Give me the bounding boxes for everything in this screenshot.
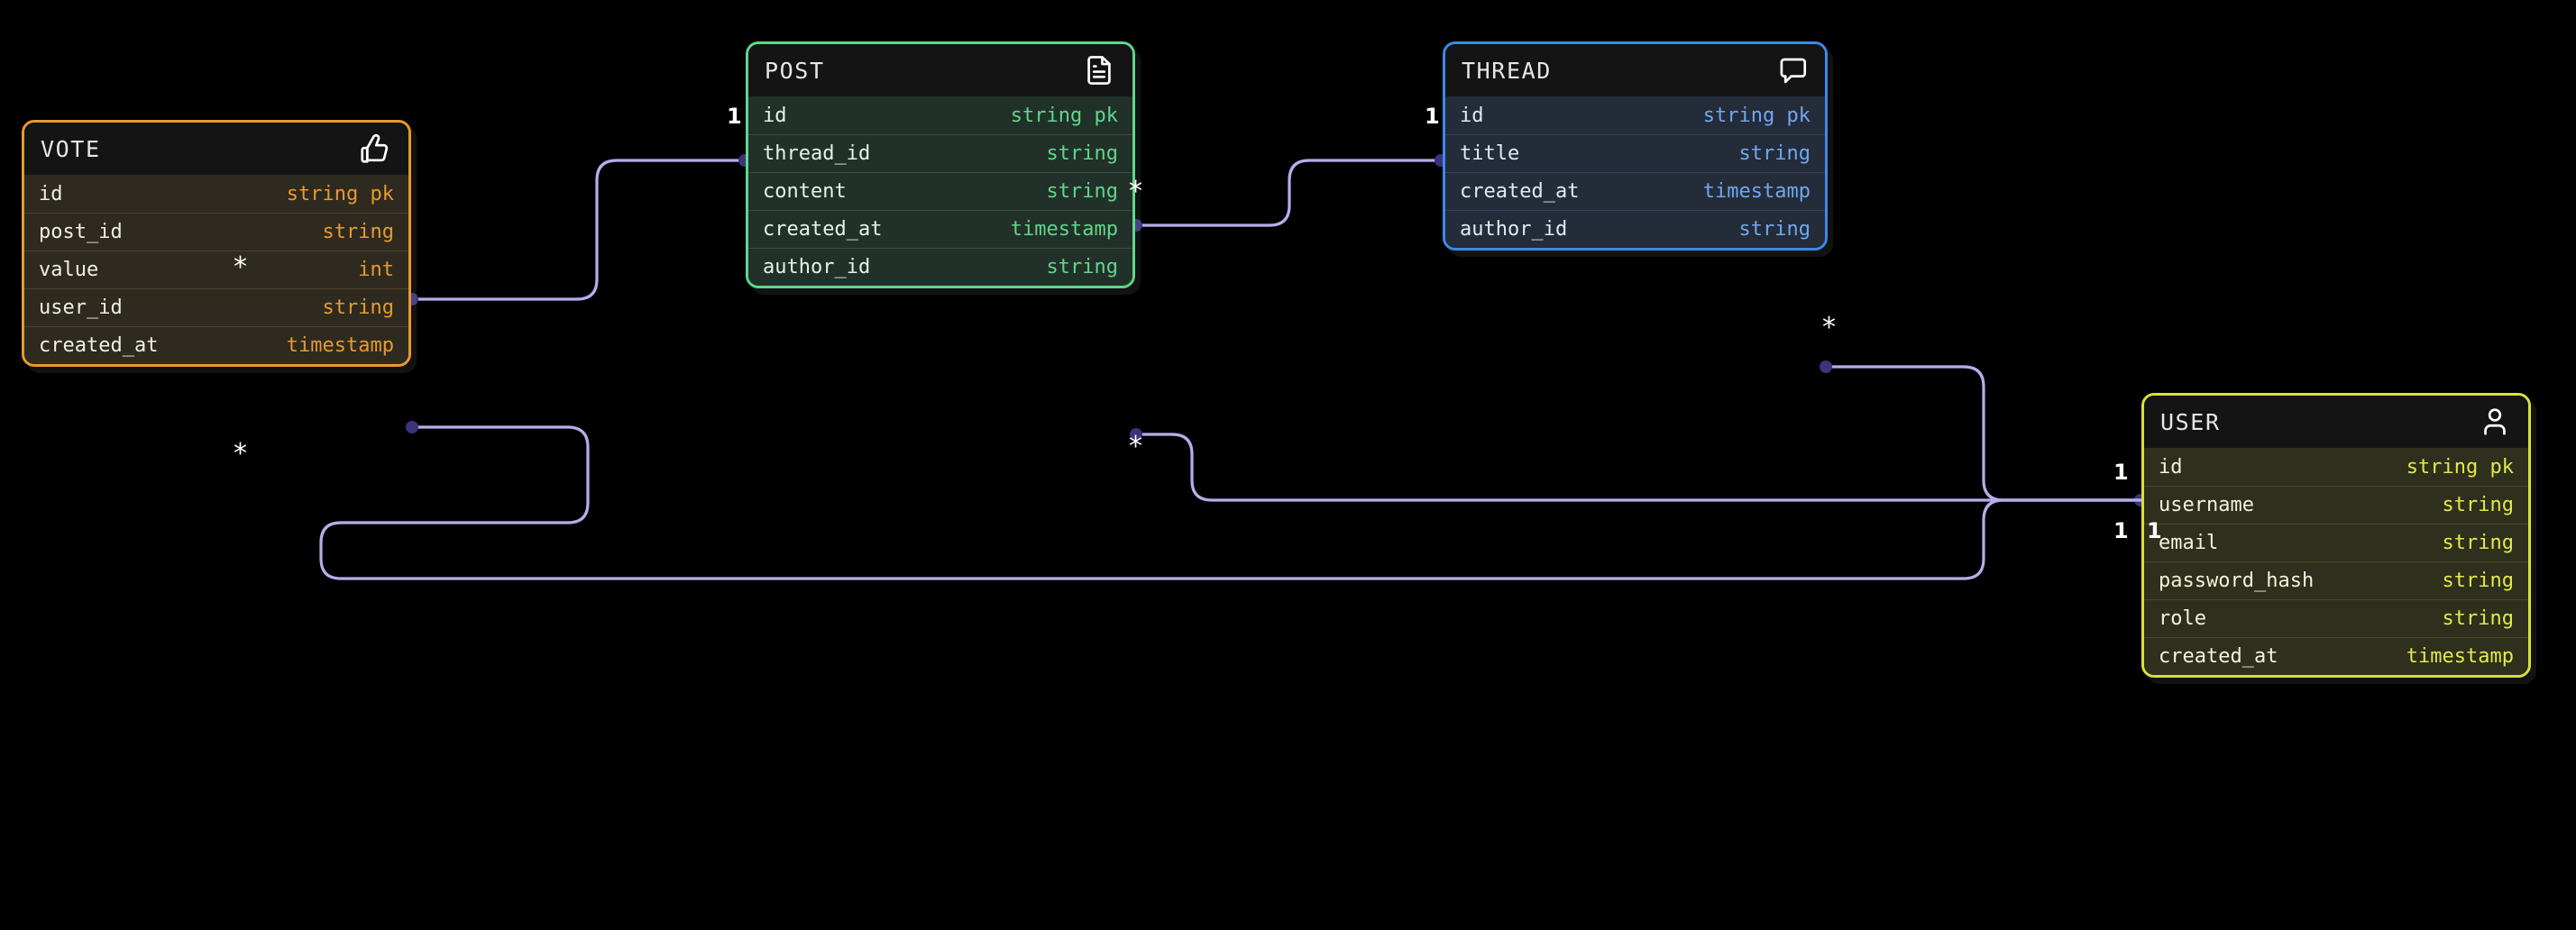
- field-type: timestamp: [2406, 645, 2514, 668]
- field-name: author_id: [763, 256, 871, 278]
- field-name: created_at: [763, 218, 883, 241]
- field-row[interactable]: created_at timestamp: [2144, 637, 2528, 675]
- cardinality-label: *: [234, 251, 247, 283]
- field-row[interactable]: id string pk: [1445, 96, 1825, 134]
- cardinality-label: *: [1129, 176, 1142, 207]
- field-type: string: [1738, 218, 1811, 241]
- field-type: string: [2442, 607, 2514, 630]
- entity-user[interactable]: USER id string pk username string email …: [2141, 393, 2531, 678]
- field-type: timestamp: [1702, 180, 1811, 203]
- field-name: author_id: [1460, 218, 1568, 241]
- field-row[interactable]: user_id string: [24, 288, 408, 326]
- field-type: string pk: [286, 182, 394, 205]
- field-row[interactable]: created_at timestamp: [748, 210, 1132, 248]
- entity-title: POST: [765, 57, 825, 84]
- field-name: created_at: [2159, 645, 2278, 668]
- document-icon: [1087, 56, 1111, 85]
- field-name: id: [763, 104, 787, 127]
- entity-header-thread: THREAD: [1445, 44, 1825, 96]
- field-name: role: [2159, 607, 2206, 630]
- cardinality-label: 1: [2113, 518, 2129, 543]
- field-name: user_id: [39, 296, 123, 319]
- cardinality-label: 1: [2113, 460, 2129, 485]
- field-name: email: [2159, 532, 2219, 554]
- field-type: string pk: [2406, 455, 2514, 479]
- chat-bubble-icon: [1780, 58, 1807, 84]
- field-row[interactable]: value int: [24, 251, 408, 288]
- field-name: created_at: [1460, 180, 1580, 203]
- field-name: created_at: [39, 334, 159, 357]
- field-type: timestamp: [286, 334, 394, 357]
- field-type: string pk: [1010, 104, 1118, 127]
- edge-vote-user: [319, 421, 2142, 580]
- field-name: id: [2159, 455, 2183, 479]
- field-row[interactable]: thread_id string: [748, 134, 1132, 172]
- entity-fields-post: id string pk thread_id string content st…: [748, 96, 1132, 286]
- cardinality-label: 1: [1425, 104, 1440, 129]
- field-row[interactable]: id string pk: [24, 175, 408, 213]
- field-type: string: [2442, 570, 2514, 592]
- field-row[interactable]: role string: [2144, 599, 2528, 637]
- edge-post-thread: [1130, 154, 1447, 232]
- cardinality-label: *: [1822, 312, 1836, 343]
- entity-fields-vote: id string pk post_id string value int us…: [24, 175, 408, 364]
- field-row[interactable]: username string: [2144, 486, 2528, 524]
- field-name: post_id: [39, 221, 123, 243]
- entity-header-user: USER: [2144, 396, 2528, 448]
- entity-title: USER: [2160, 408, 2221, 435]
- field-row[interactable]: id string pk: [748, 96, 1132, 134]
- edge-post-user: [1130, 428, 2142, 502]
- field-row[interactable]: id string pk: [2144, 448, 2528, 486]
- field-row[interactable]: created_at timestamp: [1445, 172, 1825, 210]
- entity-fields-thread: id string pk title string created_at tim…: [1445, 96, 1825, 248]
- entity-fields-user: id string pk username string email strin…: [2144, 448, 2528, 675]
- field-type: string: [2442, 532, 2514, 554]
- field-name: password_hash: [2159, 570, 2315, 592]
- edge-endpoint-dot: [406, 421, 418, 433]
- field-type: timestamp: [1010, 218, 1118, 241]
- entity-post[interactable]: POST id string pk thread_id string conte…: [746, 41, 1135, 288]
- field-row[interactable]: content string: [748, 172, 1132, 210]
- field-type: string: [322, 221, 394, 243]
- field-row[interactable]: author_id string: [1445, 210, 1825, 248]
- edge-thread-user: [1820, 360, 2147, 506]
- field-type: string pk: [1702, 104, 1811, 127]
- entity-thread[interactable]: THREAD id string pk title string created…: [1443, 41, 1828, 251]
- field-type: string: [2442, 494, 2514, 516]
- field-type: string: [1738, 142, 1811, 165]
- edge-vote-post: [406, 154, 751, 305]
- cardinality-label: *: [234, 438, 247, 470]
- field-type: string: [1046, 256, 1118, 278]
- field-name: title: [1460, 142, 1520, 165]
- field-row[interactable]: created_at timestamp: [24, 326, 408, 364]
- person-icon: [2484, 408, 2506, 435]
- edge-endpoint-dot: [1820, 360, 1832, 373]
- field-row[interactable]: post_id string: [24, 213, 408, 251]
- field-name: thread_id: [763, 142, 871, 165]
- field-type: string: [1046, 142, 1118, 165]
- field-type: string: [322, 296, 394, 319]
- field-row[interactable]: email string: [2144, 524, 2528, 561]
- entity-header-vote: VOTE: [24, 123, 408, 175]
- field-row[interactable]: password_hash string: [2144, 561, 2528, 599]
- field-name: value: [39, 259, 99, 281]
- entity-vote[interactable]: VOTE id string pk post_id string value i…: [22, 120, 411, 367]
- cardinality-label: 1: [2147, 518, 2162, 543]
- entity-title: VOTE: [41, 135, 101, 162]
- cardinality-label: 1: [727, 104, 742, 129]
- field-row[interactable]: author_id string: [748, 248, 1132, 286]
- field-name: id: [1460, 104, 1484, 127]
- thumbs-up-icon: [361, 133, 389, 163]
- field-name: username: [2159, 494, 2254, 516]
- field-type: int: [358, 259, 394, 281]
- field-name: id: [39, 182, 63, 205]
- field-name: content: [763, 180, 847, 203]
- cardinality-label: *: [1129, 431, 1142, 462]
- entity-header-post: POST: [748, 44, 1132, 96]
- field-type: string: [1046, 180, 1118, 203]
- entity-title: THREAD: [1462, 57, 1552, 84]
- field-row[interactable]: title string: [1445, 134, 1825, 172]
